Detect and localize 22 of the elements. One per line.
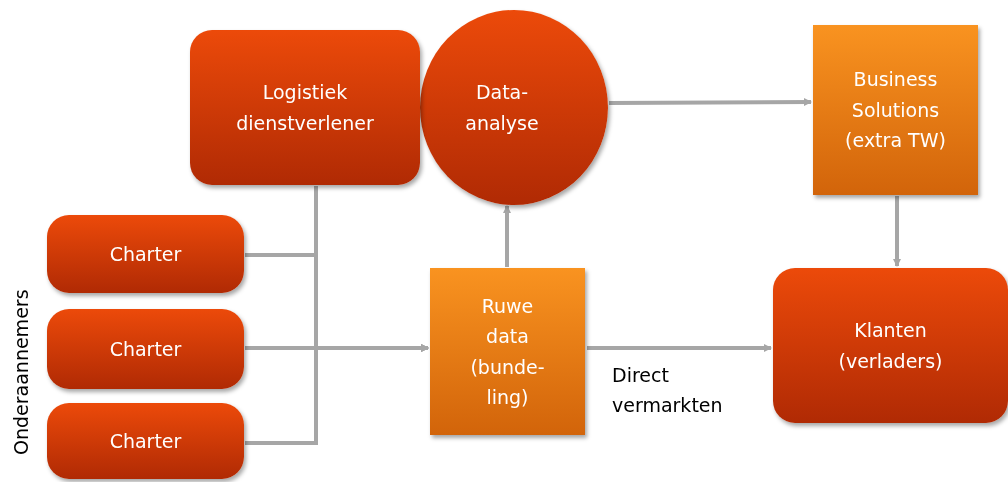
- process-box: [773, 268, 1008, 423]
- process-box: [190, 30, 420, 185]
- side-label: Onderaannemers: [9, 289, 33, 455]
- node-label: Ruwe data (bunde- ling): [469, 293, 546, 410]
- edge-label: Direct vermarkten: [612, 363, 724, 419]
- node-label: Charter: [109, 241, 182, 267]
- process-box: [47, 403, 244, 479]
- data-box: [430, 268, 585, 435]
- node-label: Klanten (verladers): [837, 318, 944, 374]
- arrow: [503, 205, 511, 267]
- arrow: [587, 344, 772, 352]
- node-label: Data- analyse: [464, 80, 540, 136]
- data-box: [813, 25, 978, 195]
- node-label: Logistiek dienstverlener: [235, 80, 375, 136]
- process-box: [47, 215, 244, 293]
- node-label: Business Solutions (extra TW): [844, 67, 947, 154]
- arrow: [609, 98, 812, 107]
- arrow: [893, 196, 901, 267]
- process-box: [47, 309, 244, 389]
- node-label: Charter: [109, 336, 182, 362]
- node-label: Charter: [109, 428, 182, 454]
- arrow: [245, 344, 429, 445]
